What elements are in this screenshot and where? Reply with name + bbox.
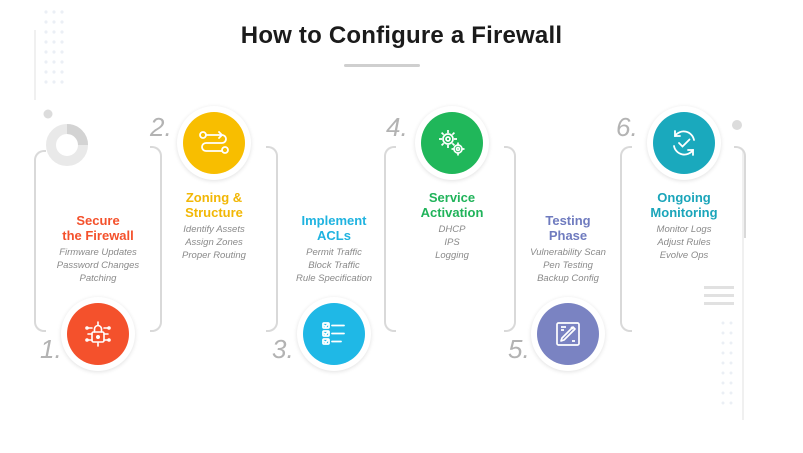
step-1-items: Firmware Updates Password Changes Patchi…	[33, 246, 163, 285]
step-6-item: Adjust Rules	[657, 237, 711, 248]
step-2-title: Zoning & Structure	[154, 190, 274, 220]
decor-small-circle-left	[43, 109, 53, 119]
step-4-title-line-2: Activation	[420, 205, 484, 220]
decor-dot-grid-bottom-right	[721, 321, 733, 405]
step-2-title-line-2: Structure	[185, 205, 243, 220]
step-4-item: DHCP	[438, 224, 466, 235]
step-6-title: Ongoing Monitoring	[624, 190, 744, 220]
step-1-item: Password Changes	[56, 260, 140, 271]
step-6-icon-circle	[647, 106, 721, 180]
step-4-title: Service Activation	[392, 190, 512, 220]
step-5-icon-circle	[531, 297, 605, 371]
step-3-items: Permit Traffic Block Traffic Rule Specif…	[269, 246, 399, 285]
step-5-number: 5.	[508, 334, 530, 364]
step-1-number: 1.	[40, 334, 62, 364]
decor-vertical-rule-right	[742, 150, 744, 420]
decor-dot-grid-top-left	[44, 10, 64, 84]
step-6-title-line-1: Ongoing	[657, 190, 711, 205]
step-5-circle-fill	[537, 303, 599, 365]
pencil-ruler-icon	[556, 322, 580, 346]
step-2-items: Identify Assets Assign Zones Proper Rout…	[149, 223, 279, 262]
page-title: How to Configure a Firewall	[240, 22, 563, 49]
step-4-item: Logging	[435, 250, 469, 261]
lock-circuit-icon	[85, 321, 111, 347]
step-2-item: Identify Assets	[183, 224, 245, 235]
step-2-circle-fill	[183, 112, 245, 174]
step-1-title-line-1: Secure	[76, 213, 120, 228]
step-1-icon-circle	[61, 297, 135, 371]
decor-stripes	[704, 286, 734, 305]
step-1-title-line-2: the Firewall	[62, 228, 134, 243]
step-4-number: 4.	[386, 112, 408, 142]
step-2-item: Proper Routing	[182, 250, 246, 261]
connector-step2-3	[266, 146, 278, 332]
step-2-icon-circle	[177, 106, 251, 180]
connector-step3-4	[384, 146, 396, 332]
step-6-items: Monitor Logs Adjust Rules Evolve Ops	[619, 223, 749, 262]
step-6-number: 6.	[616, 112, 638, 142]
step-1-title: Secure the Firewall	[38, 213, 158, 243]
connector-step5-6	[620, 146, 632, 332]
step-6-title-line-2: Monitoring	[650, 205, 718, 220]
step-2-title-line-1: Zoning &	[185, 190, 243, 205]
step-4-title-line-1: Service	[428, 190, 476, 205]
decor-vertical-rule-left	[34, 30, 36, 100]
step-3-icon-circle	[297, 297, 371, 371]
step-1-item: Firmware Updates	[59, 247, 137, 258]
connector-step6	[734, 146, 746, 238]
step-5-title-line-1: Testing	[545, 213, 591, 228]
step-2-number: 2.	[150, 112, 172, 142]
step-3-circle-fill	[303, 303, 365, 365]
refresh-check-icon	[673, 130, 695, 156]
connector-step1	[34, 150, 46, 332]
step-1-circle-fill	[67, 303, 129, 365]
step-4-icon-circle	[415, 106, 489, 180]
step-5-title-line-2: Phase	[548, 228, 588, 243]
step-3-item: Rule Specification	[295, 273, 373, 284]
step-5-items: Vulnerability Scan Pen Testing Backup Co…	[503, 246, 633, 285]
step-5-item: Backup Config	[537, 273, 599, 284]
connector-step1-2	[150, 146, 162, 332]
step-2-item: Assign Zones	[185, 237, 243, 248]
checklist-icon	[322, 322, 345, 345]
gears-icon	[439, 130, 465, 156]
step-3-title-line-2: ACLs	[317, 228, 351, 243]
connector-step4-5	[504, 146, 516, 332]
step-5-item: Pen Testing	[543, 260, 593, 271]
step-3-item: Permit Traffic	[306, 247, 362, 258]
step-3-title-line-1: Implement	[301, 213, 367, 228]
step-3-number: 3.	[272, 334, 294, 364]
step-4-item: IPS	[444, 237, 460, 248]
step-6-circle-fill	[653, 112, 715, 174]
step-6-item: Monitor Logs	[656, 224, 712, 235]
route-icon	[199, 131, 229, 154]
step-1-item: Patching	[79, 273, 117, 284]
step-4-circle-fill	[421, 112, 483, 174]
step-4-items: DHCP IPS Logging	[387, 223, 517, 262]
decor-small-circle-right	[732, 120, 742, 130]
step-3-title: Implement ACLs	[274, 213, 394, 243]
title-underline	[344, 64, 420, 67]
step-5-item: Vulnerability Scan	[530, 247, 606, 258]
decor-ring	[46, 124, 88, 166]
step-6-item: Evolve Ops	[659, 250, 709, 261]
step-5-title: Testing Phase	[508, 213, 628, 243]
step-3-item: Block Traffic	[308, 260, 360, 271]
